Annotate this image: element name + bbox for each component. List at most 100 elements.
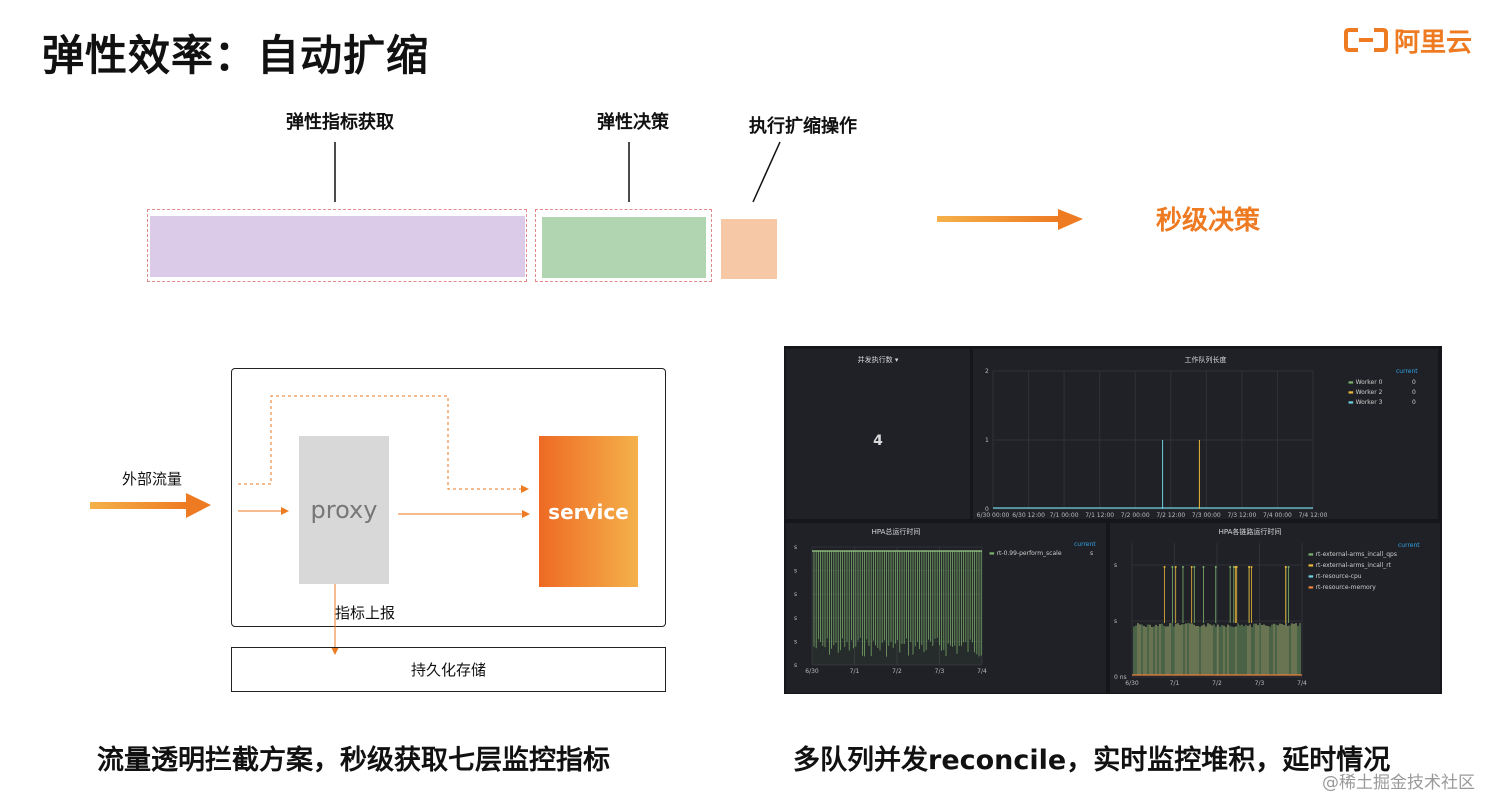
hpa-total-x-tick: 6/30 bbox=[805, 668, 819, 675]
legend-swatch: ▬ bbox=[1308, 573, 1316, 580]
caption-left: 流量透明拦截方案，秒级获取七层监控指标 bbox=[97, 745, 610, 776]
queue-x-tick: 7/1 12:00 bbox=[1085, 512, 1114, 519]
legend-name: Worker 0 bbox=[1355, 379, 1383, 386]
hpa-links-spike-point bbox=[1193, 566, 1196, 568]
hpa-links-spike-point bbox=[1190, 566, 1193, 568]
legend-name: rt-resource-cpu bbox=[1315, 573, 1362, 580]
hpa-total-x-tick: 7/1 bbox=[850, 668, 860, 675]
hpa-total-y-tick: s bbox=[794, 638, 797, 645]
queue-legend-item[interactable]: ▬ Worker 2 bbox=[1348, 389, 1382, 396]
proxy-node: proxy bbox=[299, 436, 389, 584]
pointer-execute bbox=[752, 141, 781, 203]
decision-phase-outline bbox=[535, 209, 712, 282]
aliyun-logo-icon bbox=[1344, 28, 1388, 52]
legend-name: rt-resource-memory bbox=[1315, 584, 1376, 591]
legend-name: Worker 3 bbox=[1355, 399, 1383, 406]
metric-report-label: 指标上报 bbox=[335, 604, 396, 622]
hpa-total-area bbox=[812, 551, 982, 665]
diagram-connectors bbox=[90, 395, 530, 655]
queue-x-tick: 6/30 00:00 bbox=[977, 512, 1010, 519]
decision-phase-bar bbox=[542, 217, 706, 278]
hpa-total-x-tick: 7/3 bbox=[935, 668, 945, 675]
legend-swatch: ▬ bbox=[1308, 551, 1316, 558]
hpa-total-legend-header: current bbox=[1074, 541, 1096, 548]
queue-x-tick: 7/4 12:00 bbox=[1299, 512, 1328, 519]
queue-x-tick: 7/2 12:00 bbox=[1156, 512, 1185, 519]
hpa-links-legend-item[interactable]: ▬ rt-resource-memory bbox=[1308, 584, 1376, 591]
metrics-phase-outline bbox=[147, 209, 527, 282]
hpa-links-spike-point bbox=[1250, 566, 1253, 568]
hpa-links-spike-point bbox=[1234, 566, 1237, 568]
concurrency-value: 4 bbox=[873, 433, 883, 449]
legend-value: 0 bbox=[1412, 379, 1416, 386]
hpa-total-legend-item: ▬ rt-0.99-perform_scale bbox=[989, 550, 1062, 557]
hpa-links-spike-point bbox=[1214, 566, 1217, 568]
queue-panel-title: 工作队列长度 bbox=[1184, 356, 1227, 364]
queue-x-tick: 7/2 00:00 bbox=[1121, 512, 1150, 519]
hpa-total-title: HPA总运行时间 bbox=[871, 528, 921, 536]
hpa-links-legend-header: current bbox=[1398, 542, 1420, 549]
hpa-total-legend-value: s bbox=[1090, 550, 1094, 557]
hpa-links-x-tick: 7/4 bbox=[1297, 680, 1307, 687]
hpa-links-legend-item[interactable]: ▬ rt-external-arms_incall_rt bbox=[1308, 562, 1391, 569]
result-label: 秒级决策 bbox=[1156, 206, 1261, 236]
watermark: @稀土掘金技术社区 bbox=[1322, 773, 1475, 793]
hpa-total-y-tick: s bbox=[794, 568, 797, 575]
hpa-links-spike-point bbox=[1232, 566, 1235, 568]
hpa-links-legend-item[interactable]: ▬ rt-resource-cpu bbox=[1308, 573, 1362, 580]
queue-legend-header: current bbox=[1396, 368, 1418, 375]
ext-traffic-label: 外部流量 bbox=[122, 470, 183, 488]
hpa-total-y-tick: s bbox=[794, 662, 797, 669]
hpa-links-spike-point bbox=[1181, 566, 1184, 568]
hpa-links-spike-point bbox=[1202, 566, 1205, 568]
legend-swatch: ▬ bbox=[1348, 379, 1356, 386]
hpa-links-x-tick: 6/30 bbox=[1125, 680, 1139, 687]
hpa-links-x-tick: 7/3 bbox=[1255, 680, 1265, 687]
queue-x-tick: 6/30 12:00 bbox=[1012, 512, 1045, 519]
queue-y-tick: 1 bbox=[985, 437, 989, 444]
hpa-links-y-tick: 0 ns bbox=[1114, 674, 1127, 681]
logo-text: 阿里云 bbox=[1394, 27, 1473, 58]
hpa-links-spike-point bbox=[1163, 566, 1166, 568]
legend-name: Worker 2 bbox=[1355, 389, 1383, 396]
hpa-links-legend-item[interactable]: ▬ rt-external-arms_incall_qps bbox=[1308, 551, 1397, 558]
concurrency-panel-title[interactable]: 并发执行数 ▾ bbox=[857, 356, 899, 364]
queue-x-tick: 7/4 00:00 bbox=[1263, 512, 1292, 519]
service-node: service bbox=[539, 436, 638, 587]
legend-swatch: ▬ bbox=[989, 550, 995, 557]
hpa-links-spike-point bbox=[1284, 566, 1287, 568]
hpa-links-x-tick: 7/1 bbox=[1170, 680, 1180, 687]
queue-y-tick: 2 bbox=[985, 368, 989, 375]
hpa-total-x-tick: 7/2 bbox=[892, 668, 902, 675]
hpa-total-x-tick: 7/4 bbox=[977, 668, 987, 675]
queue-legend-item[interactable]: ▬ Worker 0 bbox=[1348, 379, 1382, 386]
legend-value: 0 bbox=[1412, 399, 1416, 406]
legend-name: rt-external-arms_incall_rt bbox=[1315, 562, 1392, 569]
hpa-links-title: HPA各链路运行时间 bbox=[1218, 528, 1282, 536]
hpa-links-x-tick: 7/2 bbox=[1212, 680, 1222, 687]
queue-legend-item[interactable]: ▬ Worker 3 bbox=[1348, 399, 1382, 406]
legend-swatch: ▬ bbox=[1308, 562, 1316, 569]
execute-phase-bar bbox=[721, 219, 777, 279]
result-arrow-icon bbox=[937, 209, 1083, 230]
storage-node: 持久化存储 bbox=[231, 647, 666, 692]
queue-y-tick: 0 bbox=[985, 506, 989, 513]
aliyun-logo: 阿里云 bbox=[1344, 22, 1472, 58]
bypass-dashed-path bbox=[238, 395, 529, 493]
queue-x-tick: 7/1 00:00 bbox=[1050, 512, 1079, 519]
caption-right: 多队列并发reconcile，实时监控堆积，延时情况 bbox=[793, 745, 1391, 776]
hpa-links-spike-point bbox=[1174, 566, 1177, 568]
timeline-label-metrics: 弹性指标获取 bbox=[286, 112, 394, 133]
concurrency-panel: 并发执行数 ▾ 4 bbox=[786, 349, 970, 519]
ext-traffic-arrow-icon bbox=[90, 493, 211, 518]
hpa-total-y-tick: s bbox=[794, 615, 797, 622]
timeline-label-execute: 执行扩缩操作 bbox=[749, 116, 857, 137]
timeline-graphic bbox=[334, 141, 1083, 230]
legend-swatch: ▬ bbox=[1348, 399, 1356, 406]
hpa-links-y-tick: s bbox=[1114, 618, 1117, 625]
